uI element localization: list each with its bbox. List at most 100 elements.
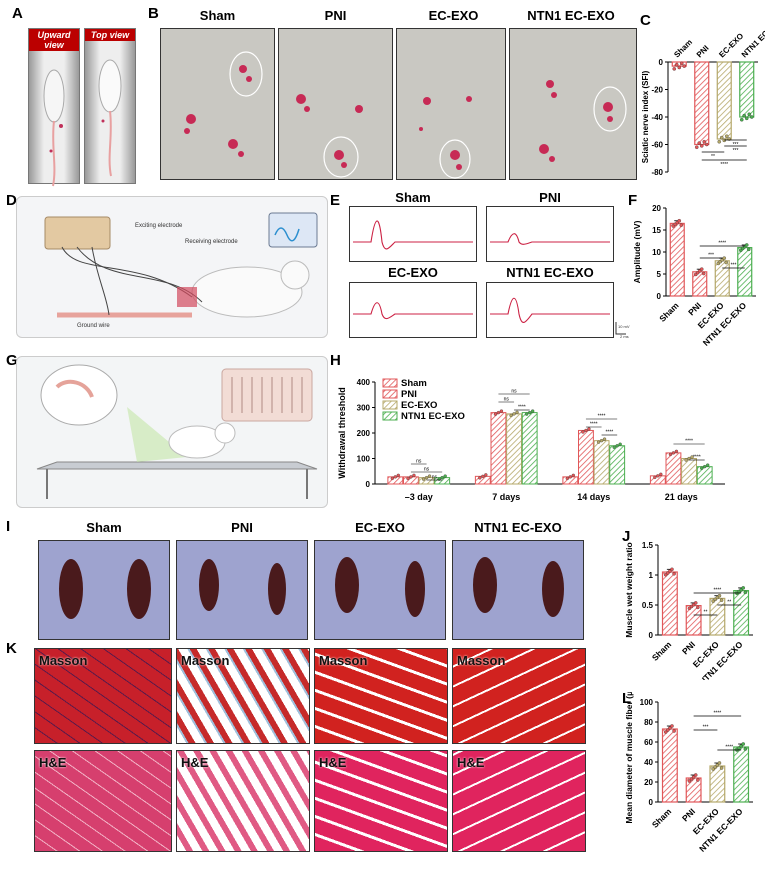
significance-label: **** — [605, 430, 613, 436]
bar-pni — [665, 452, 682, 485]
data-point — [515, 410, 519, 414]
data-point — [743, 590, 748, 595]
upward-view-label: Upward view — [29, 29, 79, 51]
legend-label: PNI — [401, 389, 417, 400]
data-point — [717, 140, 722, 144]
data-point — [720, 135, 724, 140]
y-tick-label: 400 — [357, 378, 371, 387]
footprint-marks — [296, 94, 363, 178]
y-tick-label: 0 — [649, 798, 654, 807]
setup-illustration — [36, 364, 318, 499]
data-point — [571, 473, 575, 477]
data-point — [396, 473, 400, 477]
data-point — [584, 428, 588, 433]
data-point — [696, 605, 700, 610]
y-axis-label: Sciatic nerve index (SFI) — [641, 70, 650, 163]
data-point — [525, 412, 529, 416]
significance-label: **** — [713, 711, 721, 717]
i-title-ecexo: EC-EXO — [355, 520, 405, 535]
y-tick-label: 200 — [357, 429, 371, 438]
y-tick-label: 10 — [652, 248, 661, 257]
y-tick-label: 80 — [644, 718, 653, 727]
panel-letter-g: G — [6, 352, 18, 369]
muscle-shapes — [473, 557, 564, 617]
data-point — [615, 444, 619, 448]
data-point — [711, 767, 715, 771]
y-tick-label: -40 — [651, 113, 663, 122]
muscle-photo-ecexo — [314, 540, 446, 640]
bar-sham — [661, 728, 678, 803]
data-point — [689, 777, 694, 781]
bar-ntn1-ec-exo — [696, 466, 713, 485]
legend-swatch — [382, 411, 398, 421]
receiving-electrode-label: Receiving electrode — [185, 239, 238, 245]
y-tick-label: 0 — [657, 292, 662, 301]
masson-ntn1: Masson — [452, 648, 586, 744]
y-tick-label: 20 — [652, 204, 661, 213]
he-pni: H&E — [176, 750, 310, 852]
muscle-shapes — [335, 557, 425, 617]
data-point — [687, 779, 692, 783]
x-tick-label: –3 day — [405, 492, 433, 502]
stain-label-masson: Masson — [181, 653, 230, 668]
data-point — [701, 271, 706, 276]
data-point — [412, 473, 416, 477]
legend-label: Sham — [401, 378, 427, 389]
significance-label: *** — [708, 253, 714, 259]
y-tick-label: -20 — [651, 86, 663, 95]
data-point — [750, 115, 754, 119]
i-title-pni: PNI — [231, 520, 253, 535]
y-tick-label: 15 — [652, 226, 661, 235]
data-point — [697, 141, 702, 145]
data-point — [743, 747, 748, 751]
data-point — [672, 729, 676, 733]
trace-pni — [486, 206, 614, 262]
data-point — [725, 134, 729, 139]
data-point — [717, 593, 722, 598]
panel-letter-k: K — [6, 640, 17, 657]
y-axis-label: Amplitude (mV) — [632, 220, 642, 283]
data-point — [670, 567, 674, 572]
significance-label: ns — [511, 389, 517, 395]
exciting-electrode-label: Exciting electrode — [135, 223, 183, 229]
data-point — [653, 475, 657, 480]
rat-top-drawing — [98, 59, 122, 177]
data-point — [670, 724, 674, 728]
significance-label: **** — [518, 405, 526, 411]
data-point — [693, 773, 698, 777]
significance-label: **** — [685, 439, 693, 445]
data-point — [713, 765, 718, 769]
masson-pni: Masson — [176, 648, 310, 744]
stain-label-he: H&E — [319, 755, 347, 770]
y-tick-label: -60 — [651, 141, 663, 150]
x-tick-label: Sham — [650, 639, 674, 663]
bar-ec-exo — [681, 458, 697, 485]
stain-label-he: H&E — [457, 755, 485, 770]
b-title-sham: Sham — [199, 8, 236, 23]
legend-swatch — [382, 389, 398, 399]
bar-ec-exo — [593, 440, 610, 485]
data-point — [512, 412, 516, 416]
von-frey-setup — [16, 356, 328, 508]
ground-wire-label: Ground wire — [77, 323, 110, 329]
footprint-ntn1 — [509, 28, 637, 180]
y-tick-label: 100 — [640, 698, 654, 707]
data-point — [427, 474, 432, 478]
data-point — [696, 778, 700, 782]
significance-label: **** — [598, 414, 606, 420]
bar-ntn1-ec-exo — [733, 589, 750, 636]
significance-label: ns — [432, 475, 438, 481]
y-tick-label: 1.5 — [642, 541, 654, 550]
b-title-pni: PNI — [324, 8, 347, 23]
x-tick-label: PNI — [680, 639, 697, 656]
data-point — [596, 440, 601, 444]
trace-sham — [349, 206, 477, 262]
y-tick-label: 0 — [649, 631, 654, 640]
data-point — [393, 475, 397, 479]
x-tick-label: 14 days — [577, 492, 610, 502]
data-point — [587, 427, 591, 431]
data-point — [739, 744, 743, 748]
